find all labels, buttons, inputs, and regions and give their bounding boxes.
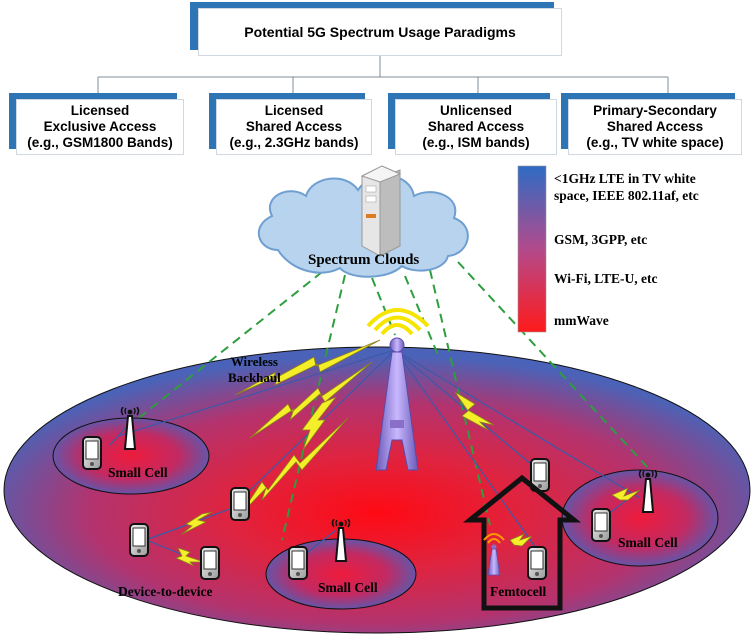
server-icon xyxy=(360,165,402,257)
paradigm-line: Shared Access xyxy=(427,119,525,134)
paradigm-licensed-exclusive: Licensed Exclusive Access (e.g., GSM1800… xyxy=(16,99,184,155)
legend-band3: Wi-Fi, LTE-U, etc xyxy=(554,271,658,286)
wireless-backhaul-line2: Backhaul xyxy=(228,370,281,385)
paradigm-line: Unlicensed xyxy=(439,103,513,118)
legend-band4: mmWave xyxy=(554,313,609,328)
paradigm-line: Shared Access xyxy=(245,119,343,134)
tree-connectors xyxy=(97,54,669,99)
small-cell-label-left: Small Cell xyxy=(108,465,168,480)
mobile-phone-icon xyxy=(288,546,308,580)
mobile-phone-icon xyxy=(129,523,149,557)
cell-tower-icon xyxy=(366,308,430,471)
house-icon xyxy=(462,474,582,611)
title-box: Potential 5G Spectrum Usage Paradigms xyxy=(198,8,562,56)
paradigm-unlicensed-shared: Unlicensed Shared Access (e.g., ISM band… xyxy=(395,99,557,155)
spectrum-clouds-label: Spectrum Clouds xyxy=(308,252,420,268)
mobile-phone-icon xyxy=(591,508,611,542)
small-cell-area-right xyxy=(561,469,719,567)
legend-band1: <1GHz LTE in TV white space, IEEE 802.11… xyxy=(554,170,699,204)
legend-band1-line2: space, IEEE 802.11af, etc xyxy=(554,188,699,203)
wireless-backhaul-label: Wireless Backhaul xyxy=(228,354,281,386)
paradigm-line: Licensed xyxy=(264,103,324,118)
mobile-phone-icon xyxy=(82,436,102,470)
mobile-phone-icon xyxy=(230,487,250,521)
legend-band1-line1: <1GHz LTE in TV white xyxy=(554,171,696,186)
paradigm-line: Licensed xyxy=(70,103,130,118)
paradigm-line: (e.g., ISM bands) xyxy=(422,135,530,150)
paradigm-line: Exclusive Access xyxy=(43,119,157,134)
mobile-phone-icon xyxy=(200,546,220,580)
legend-band2: GSM, 3GPP, etc xyxy=(554,232,648,247)
title-text: Potential 5G Spectrum Usage Paradigms xyxy=(244,24,516,40)
small-cell-label-right: Small Cell xyxy=(618,535,678,550)
femtocell-label: Femtocell xyxy=(490,584,547,599)
device-to-device-label: Device-to-device xyxy=(118,584,213,599)
lightning-icon xyxy=(174,339,641,567)
mobile-phone-icon xyxy=(527,546,547,580)
paradigm-line: (e.g., 2.3GHz bands) xyxy=(229,135,359,150)
paradigm-licensed-shared: Licensed Shared Access (e.g., 2.3GHz ban… xyxy=(216,99,372,155)
paradigm-line: Primary-Secondary xyxy=(593,103,717,118)
paradigm-line: (e.g., TV white space) xyxy=(586,135,724,150)
legend-gradient-bar xyxy=(517,165,547,333)
paradigm-primary-secondary: Primary-Secondary Shared Access (e.g., T… xyxy=(568,99,742,155)
paradigm-line: Shared Access xyxy=(606,119,704,134)
paradigm-line: (e.g., GSM1800 Bands) xyxy=(27,135,173,150)
wireless-backhaul-line1: Wireless xyxy=(230,354,278,369)
small-cell-label-bottom: Small Cell xyxy=(318,580,378,595)
